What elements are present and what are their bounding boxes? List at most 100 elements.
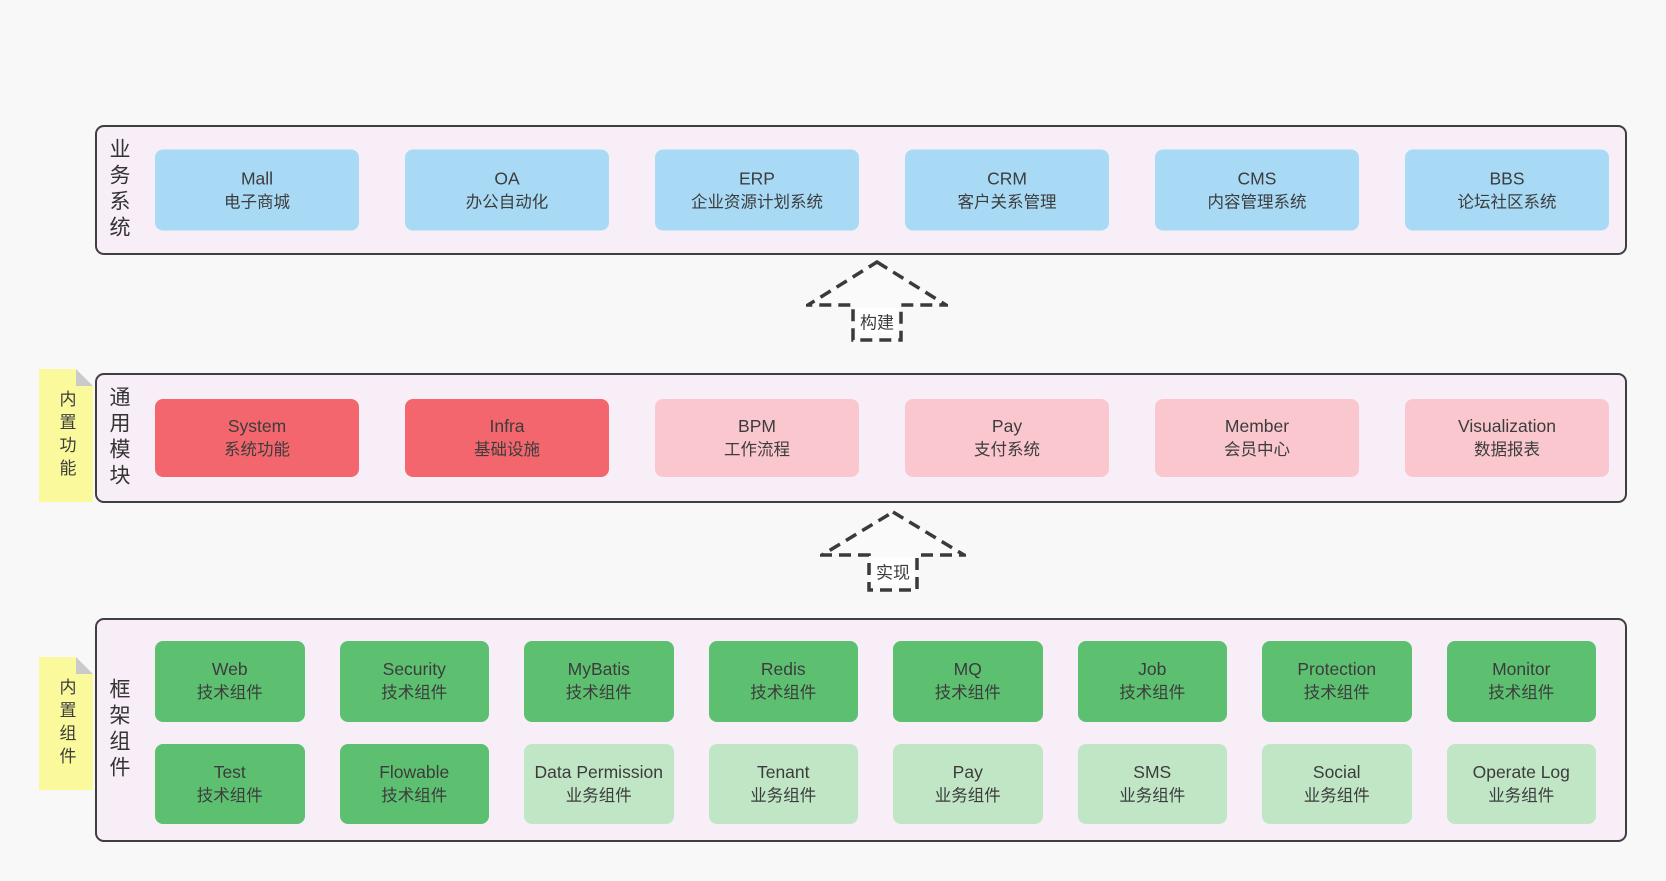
note-text: 内置功能 — [56, 389, 76, 482]
box-subtitle: 内容管理系统 — [1207, 193, 1307, 211]
box-subtitle: 技术组件 — [1303, 684, 1370, 703]
box-subtitle: 技术组件 — [1488, 684, 1555, 703]
box-member: Member 会员中心 — [1155, 399, 1359, 477]
box-flowable: Flowable 技术组件 — [339, 743, 489, 824]
box-title: Flowable — [379, 761, 450, 782]
box-monitor: Monitor 技术组件 — [1446, 641, 1596, 722]
box-title: Redis — [760, 659, 806, 680]
box-subtitle: 技术组件 — [1119, 684, 1186, 703]
box-subtitle: 工作流程 — [724, 441, 790, 459]
box-title: CRM — [987, 168, 1027, 188]
box-sms: SMS 业务组件 — [1077, 743, 1227, 824]
box-subtitle: 技术组件 — [381, 684, 448, 703]
box-title: Tenant — [756, 761, 810, 782]
box-title: System — [227, 416, 287, 436]
box-social: Social 业务组件 — [1262, 743, 1412, 824]
business-box-row: Mall 电子商城 OA 办公自动化 ERP 企业资源计划系统 CRM 客户关系… — [155, 149, 1609, 231]
section-label-business: 业务系统 — [107, 138, 130, 242]
box-title: CMS — [1237, 168, 1277, 188]
box-bbs: BBS 论坛社区系统 — [1405, 149, 1609, 231]
box-title: Test — [213, 761, 246, 782]
box-subtitle: 业务组件 — [934, 786, 1001, 805]
box-title: Security — [382, 659, 446, 680]
box-mall: Mall 电子商城 — [155, 149, 359, 231]
box-title: OA — [494, 168, 520, 188]
box-visualization: Visualization 数据报表 — [1405, 399, 1609, 477]
arrow-build-label: 构建 — [856, 307, 898, 335]
note-fold-corner-icon — [76, 657, 93, 674]
box-pay-component: Pay 业务组件 — [893, 743, 1043, 824]
box-title: BPM — [738, 416, 776, 436]
arrow-build: 构建 — [806, 260, 948, 342]
box-tenant: Tenant 业务组件 — [708, 743, 858, 824]
box-pay: Pay 支付系统 — [905, 399, 1109, 477]
box-subtitle: 系统功能 — [224, 441, 290, 459]
box-test: Test 技术组件 — [155, 743, 305, 824]
section-business-systems: 业务系统 Mall 电子商城 OA 办公自动化 ERP 企业资源计划系统 CRM… — [95, 125, 1627, 255]
box-subtitle: 客户关系管理 — [957, 193, 1057, 211]
box-subtitle: 数据报表 — [1474, 441, 1540, 459]
box-subtitle: 业务组件 — [1119, 786, 1186, 805]
box-title: ERP — [739, 168, 775, 188]
box-erp: ERP 企业资源计划系统 — [655, 149, 859, 231]
box-subtitle: 支付系统 — [974, 441, 1040, 459]
box-subtitle: 技术组件 — [381, 786, 448, 805]
box-title: Monitor — [1492, 659, 1551, 680]
box-title: Visualization — [1458, 416, 1556, 436]
section-framework-components: 框架组件 Web 技术组件 Security 技术组件 MyBatis 技术组件… — [95, 618, 1627, 842]
box-protection: Protection 技术组件 — [1262, 641, 1412, 722]
dashed-up-arrow-icon — [820, 510, 966, 592]
box-title: Web — [211, 659, 248, 680]
box-subtitle: 业务组件 — [1303, 786, 1370, 805]
sticky-note-builtin-features: 内置功能 — [39, 369, 93, 502]
box-cms: CMS 内容管理系统 — [1155, 149, 1359, 231]
box-title: SMS — [1133, 761, 1172, 782]
box-subtitle: 业务组件 — [1488, 786, 1555, 805]
box-subtitle: 技术组件 — [934, 684, 1001, 703]
box-title: Infra — [489, 416, 525, 436]
box-title: Protection — [1297, 659, 1377, 680]
box-data-permission: Data Permission 业务组件 — [524, 743, 674, 824]
box-security: Security 技术组件 — [339, 641, 489, 722]
box-crm: CRM 客户关系管理 — [905, 149, 1109, 231]
modules-box-row: System 系统功能 Infra 基础设施 BPM 工作流程 Pay 支付系统… — [155, 399, 1609, 477]
box-subtitle: 技术组件 — [750, 684, 817, 703]
box-subtitle: 会员中心 — [1224, 441, 1290, 459]
section-common-modules: 通用模块 System 系统功能 Infra 基础设施 BPM 工作流程 Pay… — [95, 373, 1627, 503]
box-title: Member — [1224, 416, 1290, 436]
box-job: Job 技术组件 — [1077, 641, 1227, 722]
box-title: MyBatis — [567, 659, 630, 680]
box-title: BBS — [1489, 168, 1525, 188]
arrow-implement-label: 实现 — [872, 557, 914, 585]
sticky-note-builtin-components: 内置组件 — [39, 657, 93, 790]
box-subtitle: 基础设施 — [474, 441, 540, 459]
box-subtitle: 论坛社区系统 — [1457, 193, 1557, 211]
box-web: Web 技术组件 — [155, 641, 305, 722]
note-text: 内置组件 — [56, 677, 76, 770]
box-subtitle: 技术组件 — [196, 684, 263, 703]
box-title: Data Permission — [534, 761, 663, 782]
box-subtitle: 企业资源计划系统 — [691, 193, 823, 211]
note-fold-corner-icon — [76, 369, 93, 386]
components-grid: Web 技术组件 Security 技术组件 MyBatis 技术组件 Redi… — [155, 641, 1596, 824]
box-title: Social — [1312, 761, 1361, 782]
dashed-up-arrow-icon — [806, 260, 948, 342]
box-title: Pay — [952, 761, 983, 782]
box-title: Job — [1138, 659, 1167, 680]
box-title: Mall — [240, 168, 274, 188]
box-system: System 系统功能 — [155, 399, 359, 477]
box-subtitle: 技术组件 — [196, 786, 263, 805]
box-mybatis: MyBatis 技术组件 — [524, 641, 674, 722]
box-mq: MQ 技术组件 — [893, 641, 1043, 722]
box-oa: OA 办公自动化 — [405, 149, 609, 231]
box-subtitle: 业务组件 — [750, 786, 817, 805]
arrow-implement: 实现 — [820, 510, 966, 592]
box-bpm: BPM 工作流程 — [655, 399, 859, 477]
box-title: Operate Log — [1472, 761, 1570, 782]
box-operate-log: Operate Log 业务组件 — [1446, 743, 1596, 824]
section-label-modules: 通用模块 — [107, 386, 130, 490]
box-redis: Redis 技术组件 — [708, 641, 858, 722]
box-infra: Infra 基础设施 — [405, 399, 609, 477]
box-subtitle: 业务组件 — [565, 786, 632, 805]
box-subtitle: 技术组件 — [565, 684, 632, 703]
